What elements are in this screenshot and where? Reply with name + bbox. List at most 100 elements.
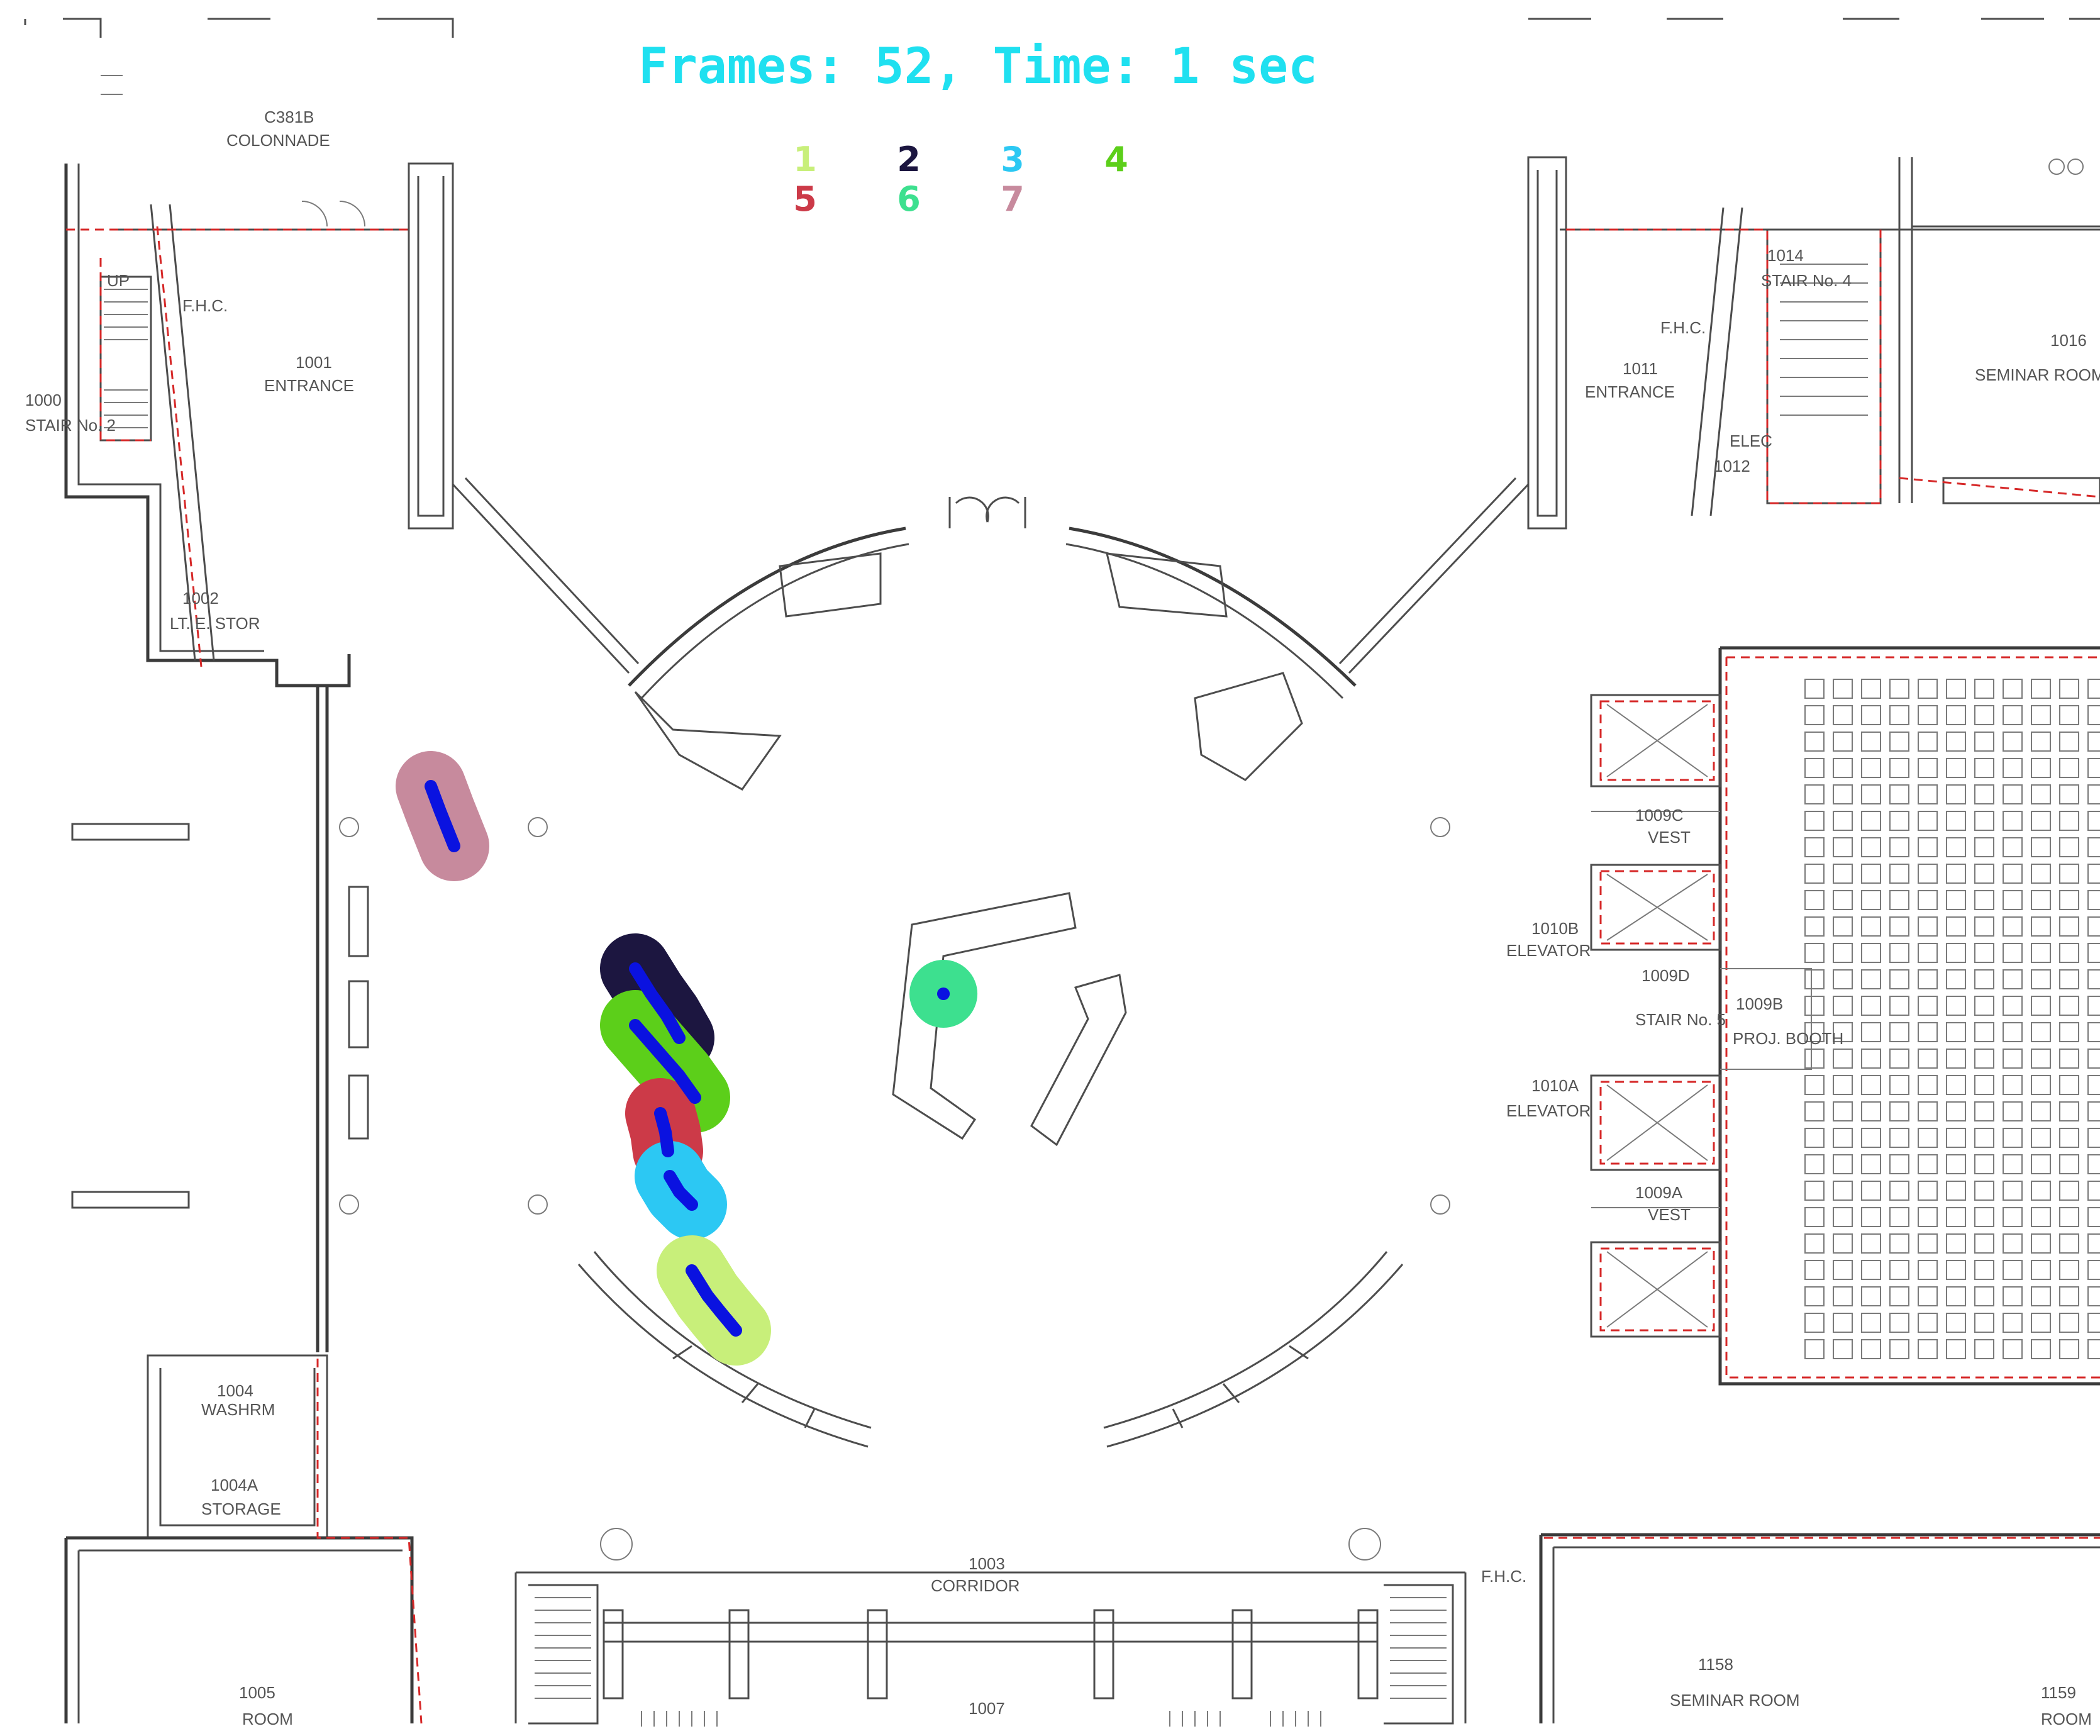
auditorium-seat — [2059, 1286, 2079, 1306]
auditorium-seat — [1946, 1286, 1966, 1306]
auditorium-seat — [1833, 916, 1853, 937]
auditorium-seat — [2031, 1207, 2051, 1227]
auditorium-seat — [1918, 758, 1938, 778]
auditorium-seat — [2087, 1260, 2100, 1280]
auditorium-seat — [1804, 1128, 1825, 1148]
auditorium-seat — [1804, 1154, 1825, 1174]
legend-id-2: 2 — [897, 140, 921, 179]
auditorium-seat — [1804, 890, 1825, 910]
auditorium-seat — [1861, 1286, 1881, 1306]
auditorium-seat — [1861, 784, 1881, 804]
auditorium-seat — [2031, 1260, 2051, 1280]
auditorium-seat — [1918, 1181, 1938, 1201]
auditorium-seat — [2059, 1128, 2079, 1148]
auditorium-seat — [1833, 1075, 1853, 1095]
auditorium-seat — [1946, 1049, 1966, 1069]
auditorium-seat — [2059, 943, 2079, 963]
auditorium-seat — [1974, 969, 1994, 989]
auditorium-seat — [2003, 679, 2023, 699]
auditorium-seat — [2003, 784, 2023, 804]
auditorium-seat — [1804, 705, 1825, 725]
auditorium-seat — [1861, 1022, 1881, 1042]
auditorium-seat — [2059, 1233, 2079, 1254]
auditorium-seat — [1861, 758, 1881, 778]
fhc-right-label: F.H.C. — [1660, 318, 1706, 337]
auditorium-seat — [1918, 1022, 1938, 1042]
lt-stor-number: 1002 — [182, 589, 219, 608]
auditorium-seat — [1804, 1260, 1825, 1280]
auditorium-seat — [2003, 1181, 2023, 1201]
auditorium-seat — [2031, 732, 2051, 752]
legend-id-1: 1 — [793, 140, 817, 179]
auditorium-seat — [1974, 916, 1994, 937]
corridor-number: 1003 — [969, 1554, 1005, 1573]
auditorium-seat — [1861, 1075, 1881, 1095]
auditorium-seat — [1889, 943, 1909, 963]
auditorium-seat — [2087, 943, 2100, 963]
auditorium-seat — [1946, 732, 1966, 752]
entrance-right-number: 1011 — [1623, 359, 1658, 378]
washrm-label: WASHRM — [201, 1400, 275, 1419]
auditorium-seat — [1833, 1260, 1853, 1280]
storage-label: STORAGE — [201, 1500, 281, 1518]
stair4-label: STAIR No. 4 — [1761, 271, 1852, 290]
auditorium-seat — [1804, 1075, 1825, 1095]
auditorium-seat — [1889, 1313, 1909, 1333]
auditorium-seat — [2031, 1286, 2051, 1306]
auditorium-seat — [2003, 1101, 2023, 1121]
auditorium-seat — [2031, 1128, 2051, 1148]
auditorium-seat — [1861, 969, 1881, 989]
auditorium-seat — [2031, 890, 2051, 910]
entrance-left-label: ENTRANCE — [264, 376, 354, 395]
track-path-1 — [686, 1264, 742, 1337]
auditorium-seat — [1833, 1207, 1853, 1227]
auditorium-seat — [1889, 1207, 1909, 1227]
auditorium-seat — [1804, 1286, 1825, 1306]
auditorium-seat — [2003, 1075, 2023, 1095]
auditorium-seat — [2031, 1101, 2051, 1121]
auditorium-seat — [1918, 784, 1938, 804]
auditorium-seat — [1918, 916, 1938, 937]
seminar-top-number: 1016 — [2050, 331, 2087, 350]
auditorium-seat — [1889, 784, 1909, 804]
auditorium-seat — [1833, 864, 1853, 884]
auditorium-seat — [1974, 1128, 1994, 1148]
auditorium-seat — [1946, 811, 1966, 831]
auditorium-seat — [1974, 864, 1994, 884]
auditorium-seat — [2087, 1154, 2100, 1174]
auditorium-seat — [1974, 705, 1994, 725]
auditorium-seat — [2087, 1049, 2100, 1069]
auditorium-seat — [1833, 758, 1853, 778]
auditorium-seat — [2003, 1049, 2023, 1069]
stair2-label: STAIR No. 2 — [25, 416, 116, 435]
auditorium-seat — [1889, 1022, 1909, 1042]
auditorium-seat — [1889, 811, 1909, 831]
auditorium-seat — [1833, 969, 1853, 989]
room-right-number: 1159 — [2041, 1683, 2076, 1702]
auditorium-seat — [2031, 916, 2051, 937]
elec-label: ELEC — [1730, 431, 1772, 450]
frame-time-status: Frames: 52, Time: 1 sec — [638, 38, 1318, 95]
auditorium-seat — [2059, 679, 2079, 699]
auditorium-seat — [2087, 705, 2100, 725]
auditorium-seat — [1861, 1313, 1881, 1333]
auditorium-seat — [1974, 837, 1994, 857]
auditorium-seat — [1946, 1339, 1966, 1359]
auditorium-seat — [1804, 1181, 1825, 1201]
auditorium-seat — [1861, 1339, 1881, 1359]
auditorium-seat — [1889, 705, 1909, 725]
auditorium-seat — [1974, 1075, 1994, 1095]
auditorium-seat — [2031, 1049, 2051, 1069]
auditorium-seat — [1804, 996, 1825, 1016]
auditorium-seat — [1918, 732, 1938, 752]
auditorium-seat — [1889, 1260, 1909, 1280]
auditorium-seat — [1804, 1022, 1825, 1042]
auditorium-seat — [1804, 1339, 1825, 1359]
storage-number: 1004A — [211, 1476, 258, 1494]
auditorium-seat — [2031, 1075, 2051, 1095]
auditorium-seat — [1918, 837, 1938, 857]
auditorium-seat — [1974, 1049, 1994, 1069]
auditorium-seat — [1861, 1101, 1881, 1121]
auditorium-seat — [2059, 811, 2079, 831]
